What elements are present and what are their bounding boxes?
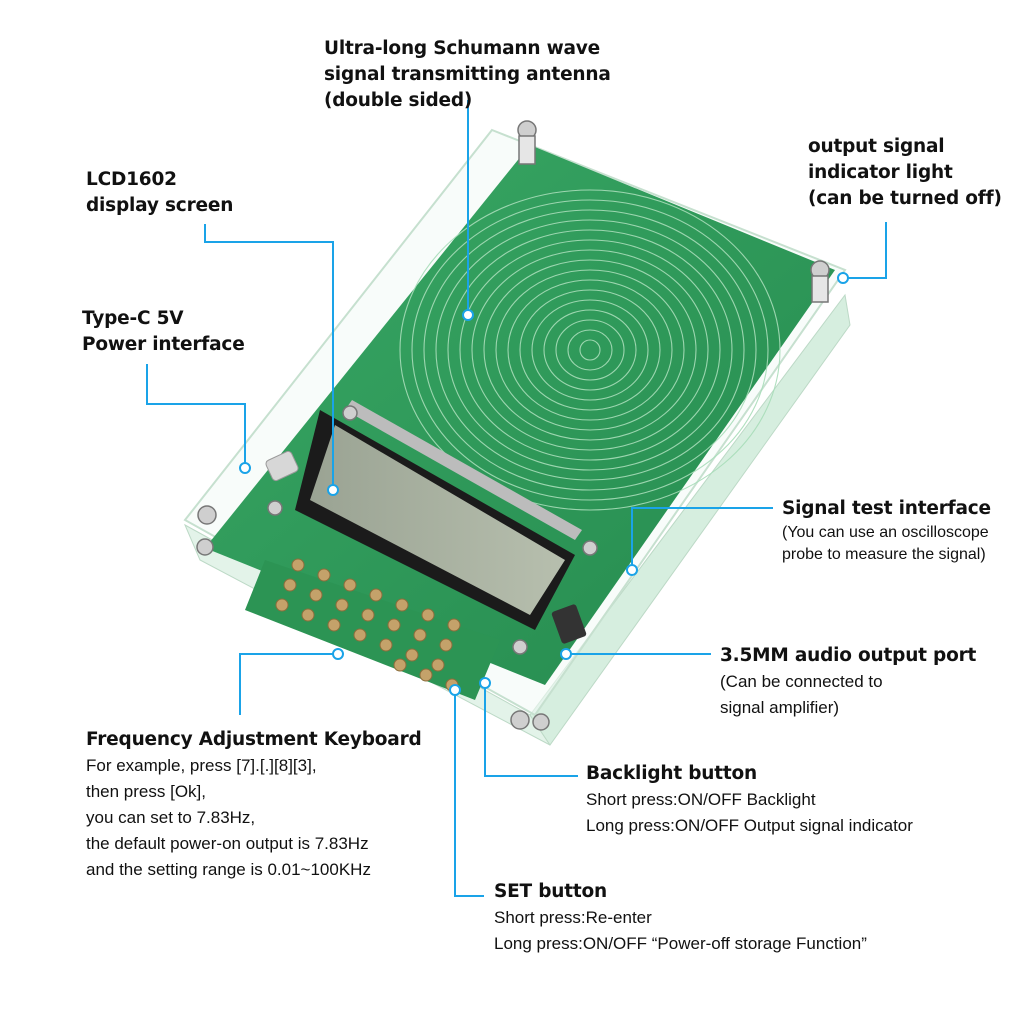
keypad-board (245, 558, 500, 700)
callout-set-title: SET button (494, 881, 608, 902)
callout-audio-title: 3.5MM audio output port (720, 645, 977, 666)
callout-keyboard-title: Frequency Adjustment Keyboard (86, 729, 422, 750)
callout-signal-test-title: Signal test interface (782, 498, 991, 519)
pcb-board (205, 145, 835, 685)
callout-backlight-title: Backlight button (586, 763, 758, 784)
callout-lcd: LCD1602 display screen (86, 167, 233, 219)
callout-indicator-light: output signal indicator light (can be tu… (808, 134, 1002, 212)
callout-typec-title: Type-C 5V Power interface (82, 308, 245, 355)
callout-keyboard: Frequency Adjustment Keyboard For exampl… (86, 727, 422, 883)
callout-audio-desc: (Can be connected to signal amplifier) (720, 672, 883, 717)
callout-indicator-title: output signal indicator light (can be tu… (808, 136, 1002, 209)
callout-typec: Type-C 5V Power interface (82, 306, 245, 358)
callout-backlight-button: Backlight button Short press:ON/OFF Back… (586, 761, 913, 839)
callout-lcd-title: LCD1602 display screen (86, 169, 234, 216)
callout-set-button: SET button Short press:Re-enter Long pre… (494, 879, 867, 957)
callout-backlight-desc: Short press:ON/OFF Backlight Long press:… (586, 790, 913, 835)
callout-signal-test: Signal test interface (You can use an os… (782, 496, 991, 566)
audio-jack (551, 604, 587, 644)
antenna-spiral (399, 189, 781, 511)
callout-set-desc: Short press:Re-enter Long press:ON/OFF “… (494, 908, 867, 953)
callout-antenna-title: Ultra-long Schumann wave signal transmit… (324, 38, 611, 111)
callout-keyboard-desc: For example, press [7].[.][8][3], then p… (86, 756, 371, 879)
lcd1602-module (295, 400, 582, 630)
callout-audio-port: 3.5MM audio output port (Can be connecte… (720, 643, 976, 721)
callout-signal-test-desc: (You can use an oscilloscope probe to me… (782, 524, 989, 563)
callout-antenna: Ultra-long Schumann wave signal transmit… (324, 36, 611, 114)
